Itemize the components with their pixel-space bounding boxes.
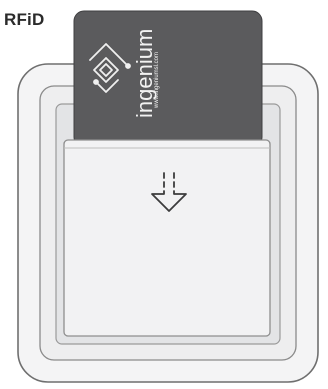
rfid-card: ingenium www.ingeniumsl.com bbox=[74, 11, 262, 147]
card-website: www.ingeniumsl.com bbox=[154, 52, 160, 109]
holder-front-panel bbox=[64, 140, 270, 336]
